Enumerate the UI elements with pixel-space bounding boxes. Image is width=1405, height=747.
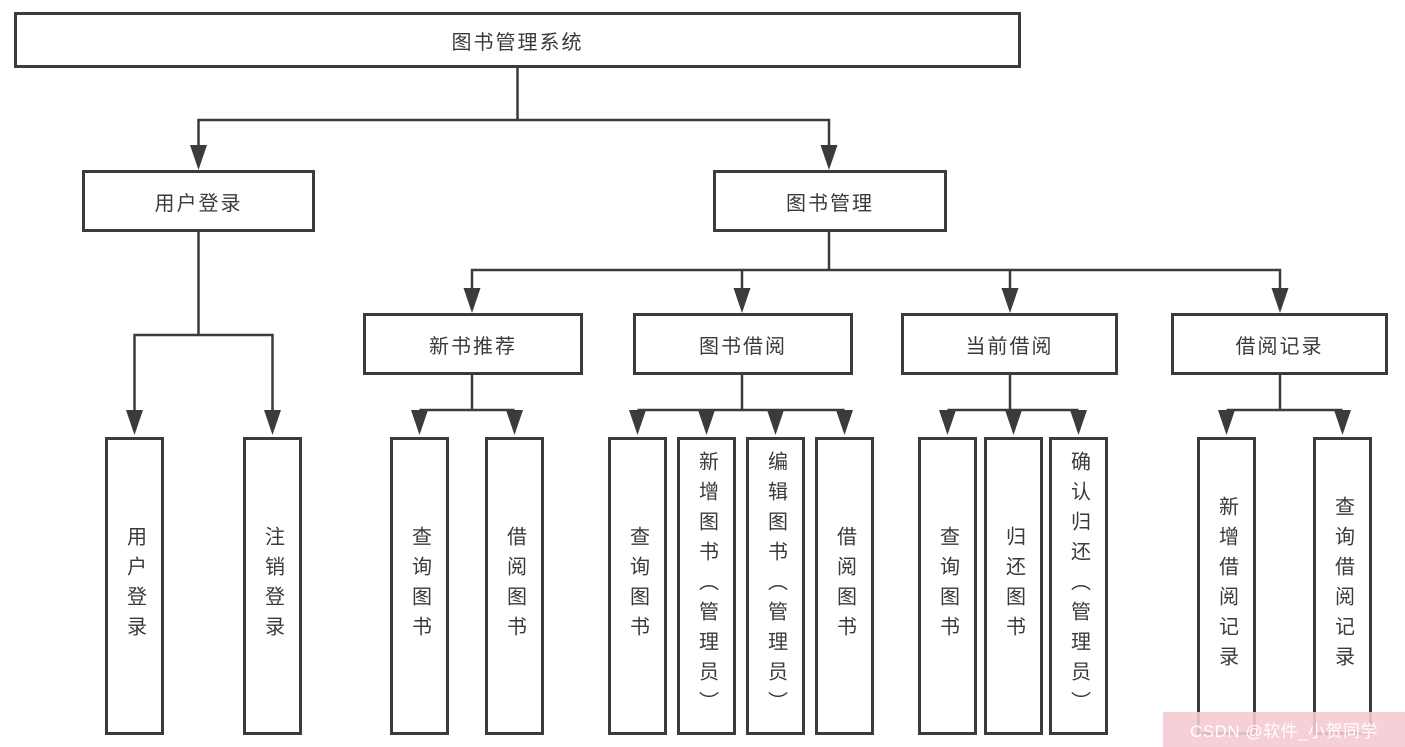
connector-borrowing-branch: [637, 375, 845, 412]
leaf-add-books-admin: 新增图书（管理员）: [677, 437, 736, 735]
node-user-login: 用户登录: [82, 170, 315, 232]
connector-userlogin-branch: [133, 333, 274, 411]
node-new-book-recommend: 新书推荐: [363, 313, 583, 375]
connector-records-branch: [1226, 375, 1343, 412]
node-current-borrowing: 当前借阅: [901, 313, 1118, 375]
leaf-query-books-recommend: 查询图书: [390, 437, 449, 735]
leaf-query-borrow-record: 查询借阅记录: [1313, 437, 1372, 735]
node-book-management: 图书管理: [713, 170, 947, 232]
leaf-add-borrow-record: 新增借阅记录: [1197, 437, 1256, 735]
connector-current-branch: [947, 375, 1079, 412]
leaf-user-login: 用户登录: [105, 437, 164, 735]
node-library-management-system: 图书管理系统: [14, 12, 1021, 68]
node-borrowing-records: 借阅记录: [1171, 313, 1388, 375]
leaf-borrow-books-recommend: 借阅图书: [485, 437, 544, 735]
leaf-borrow-books-borrowing: 借阅图书: [815, 437, 874, 735]
connector-root-branch: [197, 118, 831, 146]
arrowheads: [126, 145, 1351, 435]
connector-bookmgmt-branch: [470, 268, 1282, 289]
csdn-watermark: CSDN @软件_小贺同学: [1163, 712, 1405, 747]
leaf-return-books: 归还图书: [984, 437, 1043, 735]
leaf-logout: 注销登录: [243, 437, 302, 735]
leaf-edit-books-admin: 编辑图书（管理员）: [746, 437, 805, 735]
leaf-query-books-borrowing: 查询图书: [608, 437, 667, 735]
leaf-query-books-current: 查询图书: [918, 437, 977, 735]
node-book-borrowing: 图书借阅: [633, 313, 853, 375]
connector-newbook-branch: [419, 375, 515, 412]
leaf-confirm-return-admin: 确认归还（管理员）: [1049, 437, 1108, 735]
